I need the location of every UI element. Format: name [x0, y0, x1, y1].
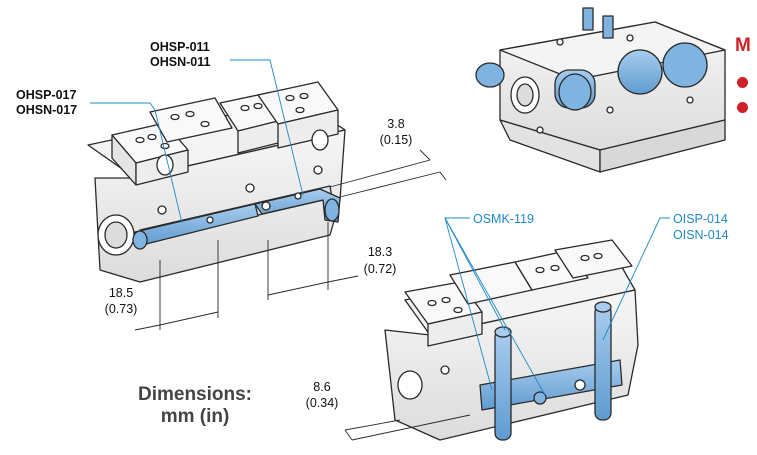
label-ohsp-011: OHSP-011: [150, 40, 210, 54]
label-ohsp-017: OHSP-017: [16, 88, 77, 102]
dimension-8-6-mm: 8.6: [313, 380, 331, 394]
dimension-18-5-mm: 18.5: [108, 286, 134, 300]
dimension-18-3-in: (0.72): [363, 262, 397, 276]
header-letter: M: [735, 35, 751, 56]
caption-units: mm (in): [160, 406, 230, 427]
label-oisn-014: OISN-014: [673, 228, 729, 242]
label-ohsn-017: OHSN-017: [16, 103, 78, 117]
label-oisp-014: OISP-014: [673, 212, 728, 226]
gripper-left: [87, 81, 346, 283]
bullet-dot-1: [737, 77, 748, 88]
dimension-18-3-mm: 18.3: [367, 245, 393, 259]
gripper-bottom: [384, 239, 639, 441]
dimension-18-5-in: (0.73): [104, 302, 138, 316]
dimension-3-8-mm: 3.8: [387, 117, 405, 131]
dimension-lines-left: [90, 59, 447, 331]
gripper-top-right: [475, 7, 726, 173]
dimension-line-bottom: [344, 414, 471, 441]
label-ohsn-011: OHSN-011: [150, 55, 211, 69]
bullet-dot-2: [737, 102, 748, 113]
caption-dimensions: Dimensions:: [137, 384, 253, 405]
dimension-3-8-in: (0.15): [379, 133, 413, 147]
leader-lines-bottom: [444, 217, 670, 396]
label-osmk-119: OSMK-119: [473, 212, 534, 226]
dimension-8-6-in: (0.34): [305, 396, 339, 410]
